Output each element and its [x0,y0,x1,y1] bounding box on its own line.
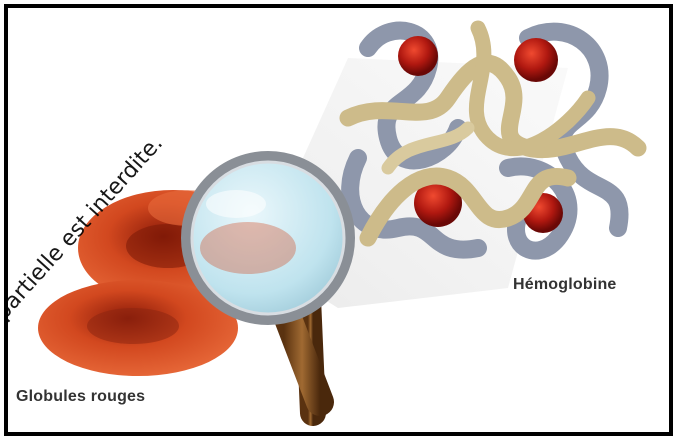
hemoglobin-label: Hémoglobine [513,276,617,294]
magnifying-glass [186,156,350,413]
illustration [8,8,669,432]
heme-group-2 [514,38,558,82]
red-blood-cells-label: Globules rouges [16,388,145,406]
magnified-cell [200,222,296,274]
heme-group-1 [398,36,438,76]
figure-frame: Hémoglobine Globules rouges partielle es… [4,4,673,436]
red-blood-cell-front-center [87,308,179,344]
